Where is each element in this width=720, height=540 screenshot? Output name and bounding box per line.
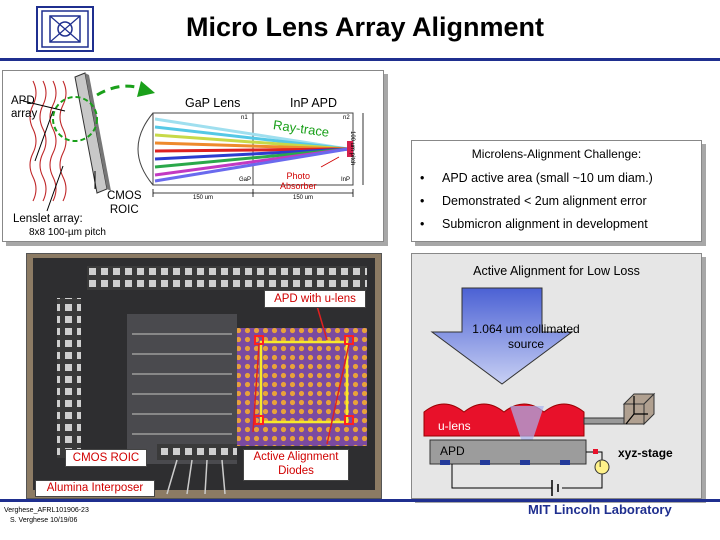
n1-label: n1 <box>241 115 248 121</box>
challenge-bullet: •APD active area (small ~10 um diam.) <box>420 171 653 185</box>
footer-doc-id: Verghese_AFRL101906-23 <box>4 507 89 514</box>
dimension-150-b: 150 um <box>293 195 314 201</box>
inp-small-label: InP <box>341 177 351 183</box>
challenge-bullet: •Submicron alignment in development <box>420 217 648 231</box>
apd-ulens-label: APD with u-lens <box>264 290 366 308</box>
align-title: Active Alignment for Low Loss <box>473 264 640 278</box>
meter-label: I <box>599 460 602 469</box>
challenge-title: Microlens-Alignment Challenge: <box>471 147 642 161</box>
xyz-stage-label: xyz-stage <box>618 446 673 460</box>
gap-small-label: GaP <box>239 177 252 183</box>
dimension-100-pitch: 100 um pitch <box>349 131 355 166</box>
page-title: Micro Lens Array Alignment <box>185 12 545 42</box>
challenge-panel: Microlens-Alignment Challenge: •APD acti… <box>411 140 702 242</box>
alumina-interposer-label: Alumina Interposer <box>35 480 155 497</box>
gap-lens-label: GaP Lens <box>185 96 241 110</box>
cmos-roic-chip-label: CMOS ROIC <box>65 449 147 467</box>
lenslet-label: Lenslet array: 8x8 100-µm pitch <box>13 213 106 238</box>
lincoln-lab-logo <box>36 6 94 52</box>
lens-diagram <box>22 72 364 212</box>
apd-label: APD <box>440 444 465 458</box>
inp-apd-label: InP APD <box>290 96 338 110</box>
challenge-bullet: •Demonstrated < 2um alignment error <box>420 194 647 208</box>
active-alignment-panel: Active Alignment for Low Loss 1.064 um c… <box>411 253 702 499</box>
footer-author-date: S. Verghese 10/19/06 <box>10 517 78 524</box>
n2-label: n2 <box>343 115 350 121</box>
footer-org: MIT Lincoln Laboratory <box>528 502 672 517</box>
chip-photo: APD with u-lens CMOS ROIC Active Alignme… <box>26 253 382 499</box>
ulens-label: u-lens <box>438 419 471 433</box>
title-rule <box>0 58 720 61</box>
dimension-150-a: 150 um <box>193 195 214 201</box>
footer-rule <box>0 499 720 502</box>
